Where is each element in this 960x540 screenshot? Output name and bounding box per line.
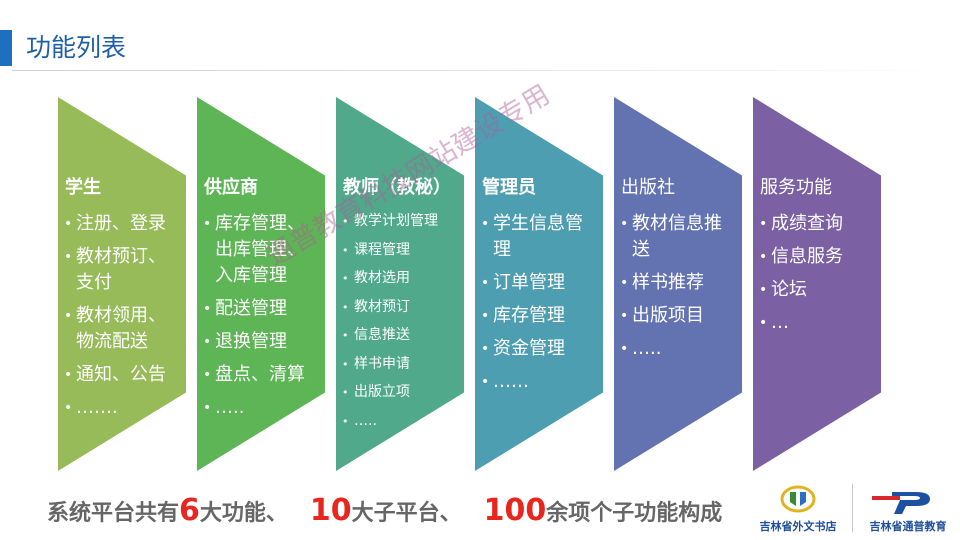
function-item-list: 教学计划管理课程管理教材选用教材预订信息推送样书申请出版立项 ….. [342,211,460,439]
function-item-list: 学生信息管理订单管理库存管理资金管理 …… [481,211,599,402]
function-item: ……. [64,395,182,421]
tongpu-p-logo-icon [872,492,930,514]
function-item-list: 库存管理、出库管理、入库管理配送管理退换管理盘点、清算 ….. [203,211,321,428]
summary-number-platforms: 10 [309,493,352,528]
function-item: ….. [620,336,738,362]
function-item: 学生信息管理 [481,211,599,263]
function-item: … [759,310,877,336]
function-column-title: 管理员 [482,177,536,198]
function-item: 信息服务 [759,244,877,270]
function-item: 教材信息推送 [620,211,738,263]
function-item: 成绩查询 [759,211,877,237]
function-item: ….. [342,411,460,432]
function-column: 出版社教材信息推送样书推荐出版项目 ….. [614,97,742,471]
bookstore-logo-label: 吉林省外文书店 [759,520,837,533]
function-column: 供应商库存管理、出库管理、入库管理配送管理退换管理盘点、清算 ….. [197,97,325,471]
summary-part-4: 余项个子功能构成 [546,501,723,526]
summary-part-2: 大功能、 [199,501,288,526]
page-title: 功能列表 [26,33,127,62]
summary-text: 系统平台共有6大功能、 10大子平台、 100余项个子功能构成 [47,494,722,531]
function-item: 盘点、清算 [203,362,321,388]
function-item: 教学计划管理 [342,211,460,232]
bookstore-logo: 吉林省外文书店 [748,484,848,536]
function-column: 教师（教秘） 教学计划管理课程管理教材选用教材预订信息推送样书申请出版立项 ….. [336,97,464,471]
function-item-list: 注册、登录教材预订、支付教材领用、物流配送通知、公告 ……. [64,211,182,428]
function-item: 订单管理 [481,270,599,296]
summary-part-3: 大子平台、 [351,501,462,526]
function-item: 退换管理 [203,329,321,355]
function-item: …… [481,369,599,395]
function-column-title: 教师（教秘） [343,177,451,198]
tongpu-logo-label: 吉林省通普教育 [869,520,947,533]
function-item-list: 成绩查询信息服务论坛 … [759,211,877,343]
function-item: 教材预订 [342,297,460,318]
function-column: 服务功能成绩查询信息服务论坛 … [753,97,881,471]
function-item: 教材选用 [342,268,460,289]
function-item: 教材预订、支付 [64,244,182,296]
function-column-title: 供应商 [204,177,258,198]
function-item: ….. [203,395,321,421]
function-item: 注册、登录 [64,211,182,237]
function-column-title: 学生 [65,177,101,198]
function-item: 配送管理 [203,296,321,322]
function-item: 样书推荐 [620,270,738,296]
summary-number-functions: 6 [179,493,200,528]
function-item: 论坛 [759,277,877,303]
function-column-title: 出版社 [621,177,675,198]
function-column: 管理员学生信息管理订单管理库存管理资金管理 …… [475,97,603,471]
function-item: 出版立项 [342,382,460,403]
function-item-list: 教材信息推送样书推荐出版项目 ….. [620,211,738,369]
function-column: 学生注册、登录教材预订、支付教材领用、物流配送通知、公告 ……. [58,97,186,471]
title-underline [12,70,952,71]
function-item: 库存管理、出库管理、入库管理 [203,211,321,289]
function-item: 信息推送 [342,325,460,346]
function-column-title: 服务功能 [760,177,832,198]
summary-part-1: 系统平台共有 [47,501,180,526]
function-item: 库存管理 [481,303,599,329]
bookstore-logo-icon [780,485,816,513]
summary-number-subfunctions: 100 [483,493,547,528]
function-item: 通知、公告 [64,362,182,388]
title-accent-bar [0,30,12,66]
tongpu-logo: 吉林省通普教育 [856,484,960,536]
function-item: 课程管理 [342,240,460,261]
function-item: 教材领用、物流配送 [64,303,182,355]
function-item: 出版项目 [620,303,738,329]
logo-divider [852,484,853,532]
function-item: 样书申请 [342,354,460,375]
function-item: 资金管理 [481,336,599,362]
